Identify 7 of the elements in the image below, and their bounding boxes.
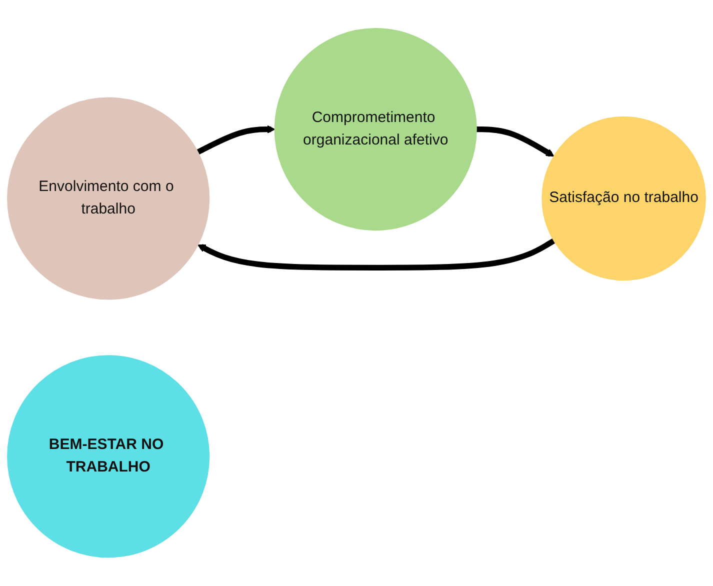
- node-circle: Satisfação no trabalho: [542, 116, 706, 281]
- node-circle: Comprometimento organizacional afetivo: [274, 28, 477, 231]
- arrow: [476, 126, 554, 157]
- node-circle: BEM-ESTAR NO TRABALHO: [7, 355, 210, 558]
- node-circle: Envolvimento com o trabalho: [7, 97, 210, 300]
- arrow: [198, 238, 556, 271]
- arrow: [196, 125, 276, 155]
